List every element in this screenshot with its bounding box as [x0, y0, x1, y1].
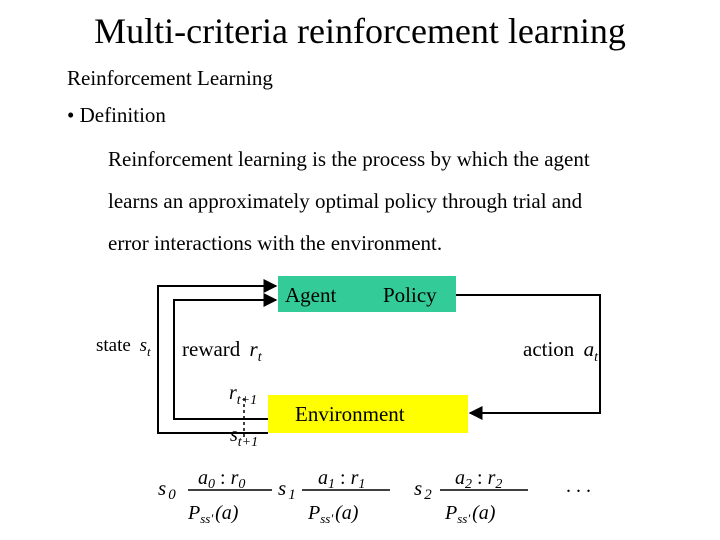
reward-var: r: [250, 337, 259, 361]
state-sub: t: [147, 344, 151, 359]
reward-arrow: [173, 293, 278, 420]
slide-title: Multi-criteria reinforcement learning: [94, 11, 626, 51]
environment-box: [268, 395, 468, 433]
transition-bottom-0: Pss'(a): [187, 502, 239, 526]
transition-top-1: a1 : r1: [318, 467, 365, 492]
transition-top-2: a2 : r2: [455, 467, 502, 492]
state-arrow: [157, 279, 278, 434]
next-reward-sub: t+1: [237, 393, 257, 408]
action-var: a: [584, 337, 595, 361]
definition-line-1: Reinforcement learning is the process by…: [108, 147, 590, 171]
sequence-ellipsis: . . .: [566, 475, 591, 497]
environment-label: Environment: [295, 402, 405, 426]
transition-bottom-1: Pss'(a): [307, 502, 359, 526]
reward-sub: t: [258, 350, 263, 365]
action-label: action at: [523, 337, 599, 365]
next-state-var: s: [230, 424, 238, 446]
next-state-sub: t+1: [238, 435, 258, 450]
transition-bottom-2: Pss'(a): [444, 502, 496, 526]
state-label: state st: [96, 335, 151, 359]
next-reward-var: r: [229, 382, 237, 404]
next-reward-label: rt+1: [229, 382, 257, 408]
reward-word: reward: [182, 337, 241, 361]
reward-label: reward rt: [182, 337, 263, 365]
next-state-label: st+1: [230, 424, 258, 450]
transition-top-0: a0 : r0: [198, 467, 245, 492]
agent-box: [278, 276, 456, 312]
action-word: action: [523, 337, 575, 361]
state-word: state: [96, 335, 131, 356]
action-sub: t: [594, 350, 599, 365]
agent-label: Agent: [285, 283, 336, 307]
definition-line-3: error interactions with the environment.: [108, 231, 443, 255]
action-arrow: [456, 294, 601, 420]
bullet-definition: • Definition: [67, 103, 166, 127]
definition-line-2: learns an approximately optimal policy t…: [108, 189, 583, 213]
state-var: s: [140, 335, 147, 356]
policy-label: Policy: [383, 283, 437, 307]
subtitle: Reinforcement Learning: [67, 66, 273, 90]
loop-lines: [157, 279, 601, 440]
